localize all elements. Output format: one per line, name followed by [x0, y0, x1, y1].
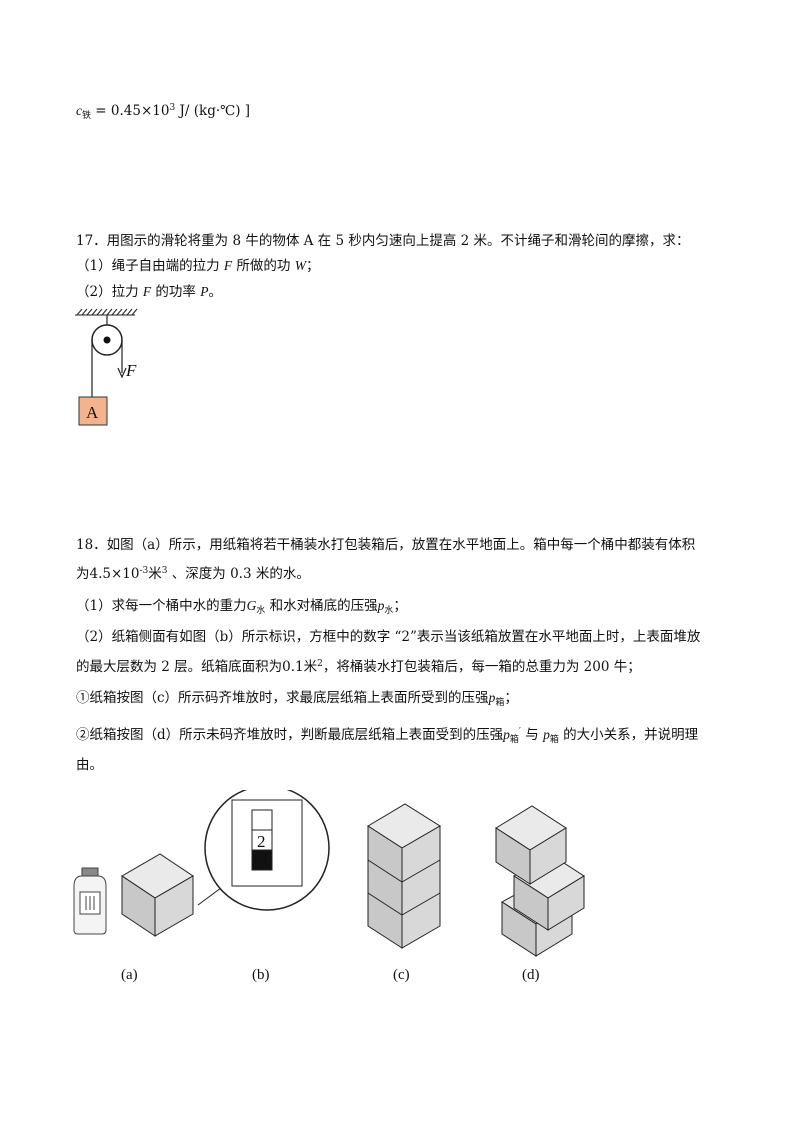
q17-stem: 17．用图示的滑轮将重为 8 牛的物体 A 在 5 秒内匀速向上提高 2 米。不… — [76, 233, 690, 249]
block-A-label: A — [86, 403, 99, 422]
caption-b: (b) — [252, 967, 270, 983]
q17-part1: （1）绳子自由端的拉力 F 所做的功 W； — [76, 258, 320, 274]
q18-line8: 由。 — [76, 757, 103, 773]
aligned-stack-c — [367, 803, 441, 949]
pulley-figure: F A — [75, 308, 138, 426]
arrow-down-icon — [117, 367, 127, 379]
q18-line2: 为4.5×10-3米3 、深度为 0.3 米的水。 — [76, 566, 310, 582]
block-A — [78, 396, 108, 426]
q18-line3: （1）求每一个桶中水的重力G水 和水对桶底的压强p水； — [76, 598, 407, 616]
misaligned-stack-d — [495, 805, 585, 957]
figures-abcd: 2 — [73, 790, 585, 957]
carton-box-a — [121, 853, 194, 937]
caption-a: (a) — [121, 967, 138, 983]
q18-line5: 的最大层数为 2 层。纸箱底面积为0.1米2，将桶装水打包装箱后，每一箱的总重力… — [76, 659, 641, 675]
q18-line1: 18．如图（a）所示，用纸箱将若干桶装水打包装箱后，放置在水平地面上。箱中每一个… — [76, 537, 696, 553]
water-bottle-icon — [73, 867, 107, 935]
q18-line6: ①纸箱按图（c）所示码齐堆放时，求最底层纸箱上表面所受到的压强p箱； — [76, 690, 518, 708]
stack-limit-digit: 2 — [257, 832, 266, 851]
q18-line4: （2）纸箱侧面有如图（b）所示标识，方框中的数字 “2”表示当该纸箱放置在水平地… — [76, 629, 701, 645]
q18-line7: ②纸箱按图（d）所示未码齐堆放时，判断最底层纸箱上表面受到的压强p箱′ 与 p箱… — [76, 727, 699, 745]
force-label-F: F — [125, 361, 137, 380]
pulley-axle — [103, 336, 111, 344]
ceiling-hatch — [75, 308, 138, 316]
carton-label-magnifier: 2 — [197, 790, 330, 911]
caption-c: (c) — [393, 967, 410, 983]
specific-heat-formula: c铁 = 0.45×103 J/ (kg·℃) ] — [76, 103, 251, 121]
caption-d: (d) — [522, 967, 540, 983]
q17-part2: （2）拉力 F 的功率 P。 — [76, 284, 222, 300]
